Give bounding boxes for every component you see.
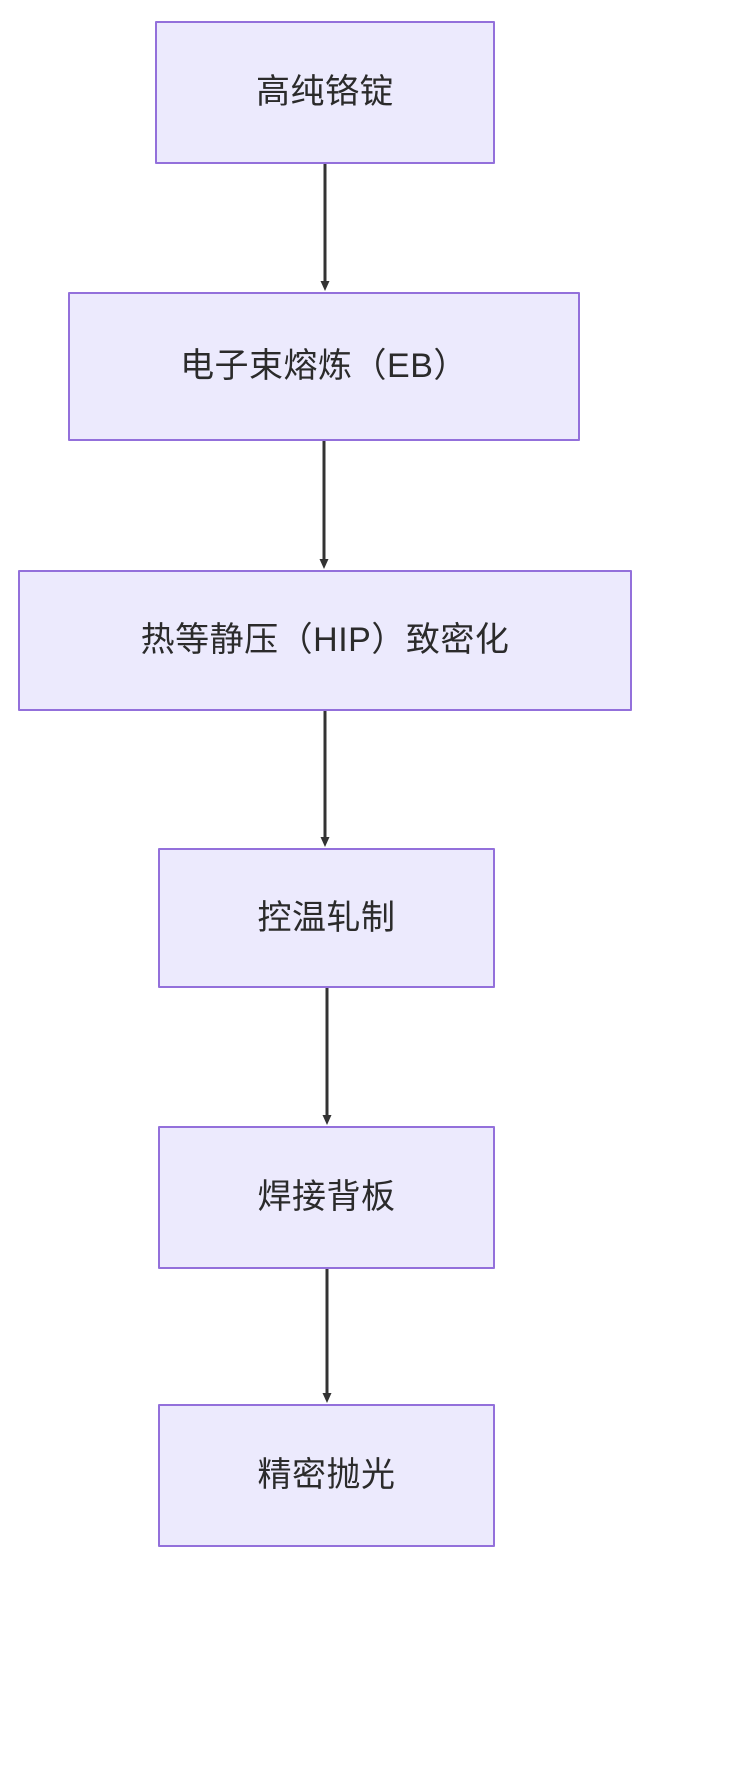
flow-node-6[interactable]: 精密抛光: [158, 1404, 495, 1547]
flow-node-1-label: 高纯铬锭: [256, 73, 394, 112]
flow-node-3-label: 热等静压（HIP）致密化: [140, 621, 510, 660]
flow-node-4-label: 控温轧制: [257, 898, 396, 937]
flow-node-2[interactable]: 电子束熔炼（EB）: [68, 292, 580, 441]
flow-node-5[interactable]: 焊接背板: [158, 1126, 495, 1269]
flow-node-6-label: 精密抛光: [257, 1456, 396, 1495]
flow-node-5-label: 焊接背板: [257, 1178, 396, 1217]
flow-node-2-label: 电子束熔炼（EB）: [180, 347, 468, 386]
flow-node-4[interactable]: 控温轧制: [158, 848, 495, 988]
flow-node-1[interactable]: 高纯铬锭: [155, 21, 495, 164]
flow-node-3[interactable]: 热等静压（HIP）致密化: [18, 570, 632, 711]
